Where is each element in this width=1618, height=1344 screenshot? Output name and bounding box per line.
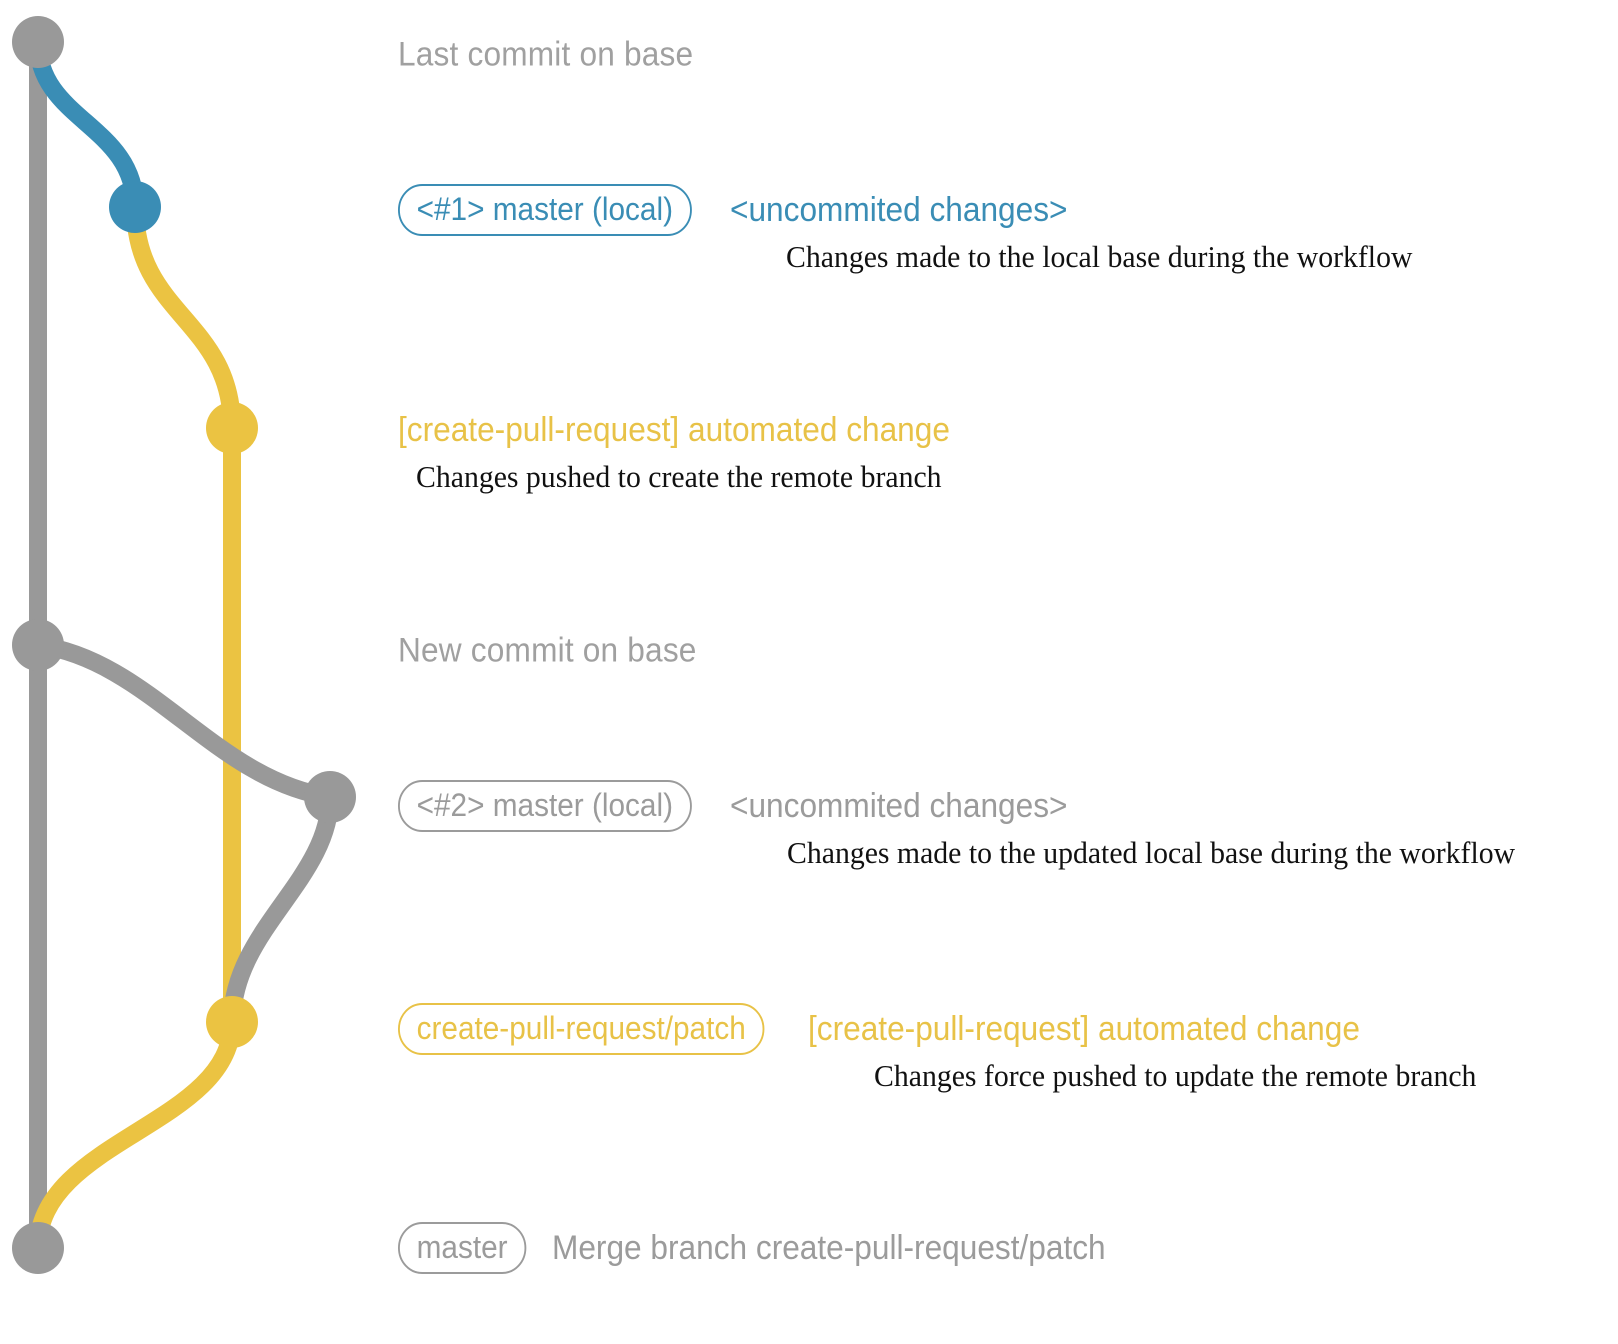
commit-description-master-local-2: Changes made to the updated local base d…	[787, 835, 1516, 870]
commit-node-master-local-1[interactable]	[109, 181, 161, 233]
commit-title-create-pull-request-patch: [create-pull-request] automated change	[807, 1010, 1360, 1048]
edge-gray-side-merge	[223, 788, 339, 1031]
ref-row-master-local-2: <#2> master (local) <uncommited changes>	[398, 780, 1093, 832]
ref-row-master-local-1: <#1> master (local) <uncommited changes>	[398, 184, 1093, 236]
ref-row-master-merge: master Merge branch create-pull-request/…	[398, 1222, 1147, 1274]
branch-badge-master-local-2[interactable]: <#2> master (local)	[398, 780, 692, 832]
commit-node-master-local-2[interactable]	[304, 771, 356, 823]
commit-description-automated-change-1: Changes pushed to create the remote bran…	[416, 459, 942, 494]
ref-row-create-pull-request-patch: create-pull-request/patch [create-pull-r…	[398, 1003, 1401, 1055]
commit-title-master-local-1: <uncommited changes>	[729, 191, 1068, 229]
commit-node-last-commit-on-base[interactable]	[12, 16, 64, 68]
branch-badge-master[interactable]: master	[398, 1222, 527, 1274]
heading-new-commit-on-base: New commit on base	[398, 631, 697, 670]
branch-badge-create-pull-request-patch[interactable]: create-pull-request/patch	[398, 1003, 765, 1055]
branch-badge-master-local-1[interactable]: <#1> master (local)	[398, 184, 692, 236]
commit-title-master-merge: Merge branch create-pull-request/patch	[551, 1229, 1106, 1267]
commit-node-create-pull-request-patch[interactable]	[206, 996, 258, 1048]
edge-gray-branch-to-side	[29, 636, 339, 806]
commit-title-automated-change-1: [create-pull-request] automated change	[398, 411, 950, 449]
commit-node-automated-change-1[interactable]	[206, 402, 258, 454]
commit-description-master-local-1: Changes made to the local base during th…	[786, 239, 1413, 274]
commit-node-master-merge[interactable]	[12, 1222, 64, 1274]
edge-yellow-merge-to-base	[29, 1013, 241, 1257]
commit-description-create-pull-request-patch: Changes force pushed to update the remot…	[874, 1058, 1477, 1093]
ref-row-automated-change-1: [create-pull-request] automated change	[398, 413, 991, 447]
edge-blue-branch-off	[29, 33, 144, 216]
heading-last-commit-on-base: Last commit on base	[398, 35, 694, 74]
edge-yellow-branch-off	[126, 198, 241, 437]
commit-title-master-local-2: <uncommited changes>	[729, 787, 1068, 825]
commit-node-new-commit-on-base[interactable]	[12, 619, 64, 671]
